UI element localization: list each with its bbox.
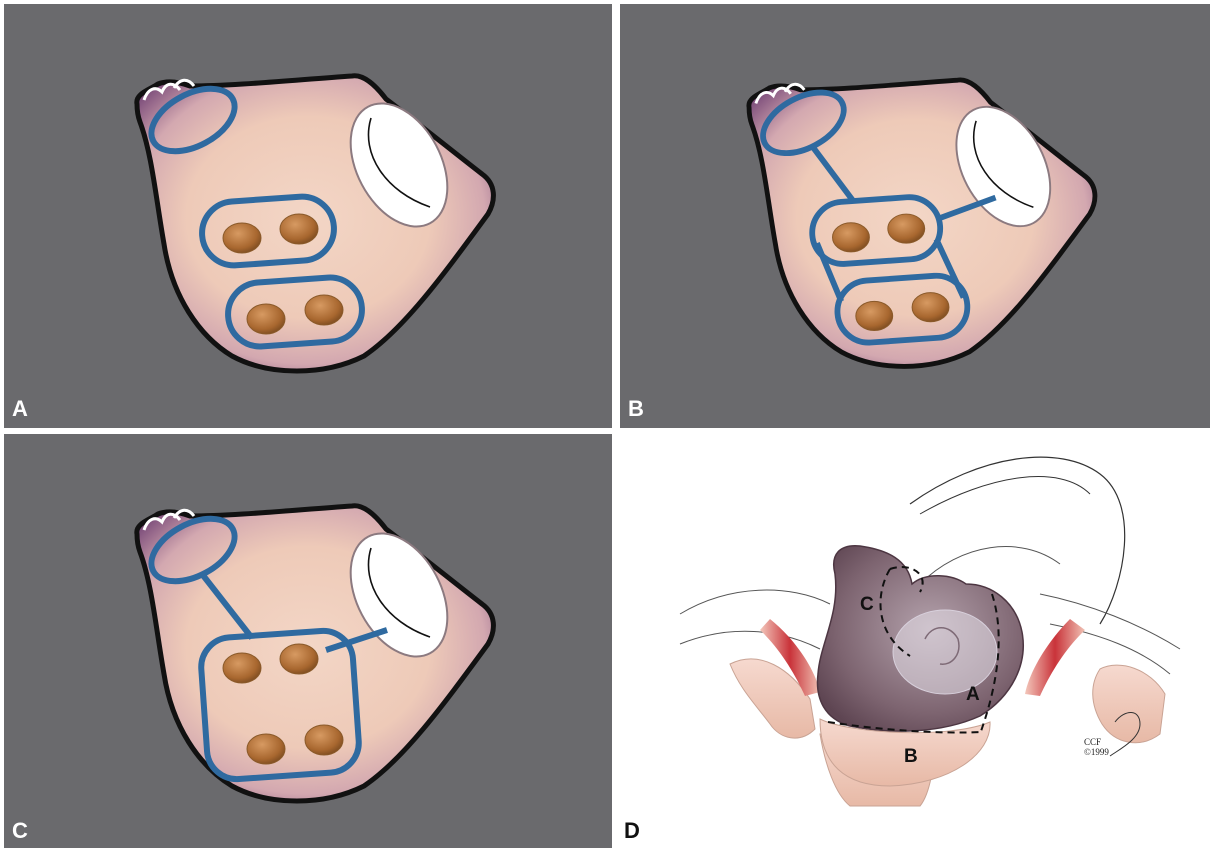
panel-label-a: A — [12, 398, 28, 420]
region-label-a: A — [966, 684, 980, 706]
region-label-c: C — [860, 594, 874, 616]
panel-c: C — [4, 434, 612, 848]
panel-label-c: C — [12, 820, 28, 842]
atrium-illustration-b — [620, 4, 1210, 428]
copyright-mark: CCF ©1999 — [1084, 737, 1109, 757]
panel-label-d: D — [624, 820, 640, 842]
panel-a: A — [4, 4, 612, 428]
region-label-b: B — [904, 746, 918, 768]
panel-d: C A B CCF ©1999 D — [620, 434, 1210, 848]
surgical-illustration-d — [620, 434, 1210, 848]
atrium-illustration-a — [4, 4, 612, 428]
panel-b: B — [620, 4, 1210, 428]
atrium-illustration-c — [4, 434, 612, 848]
panel-label-b: B — [628, 398, 644, 420]
